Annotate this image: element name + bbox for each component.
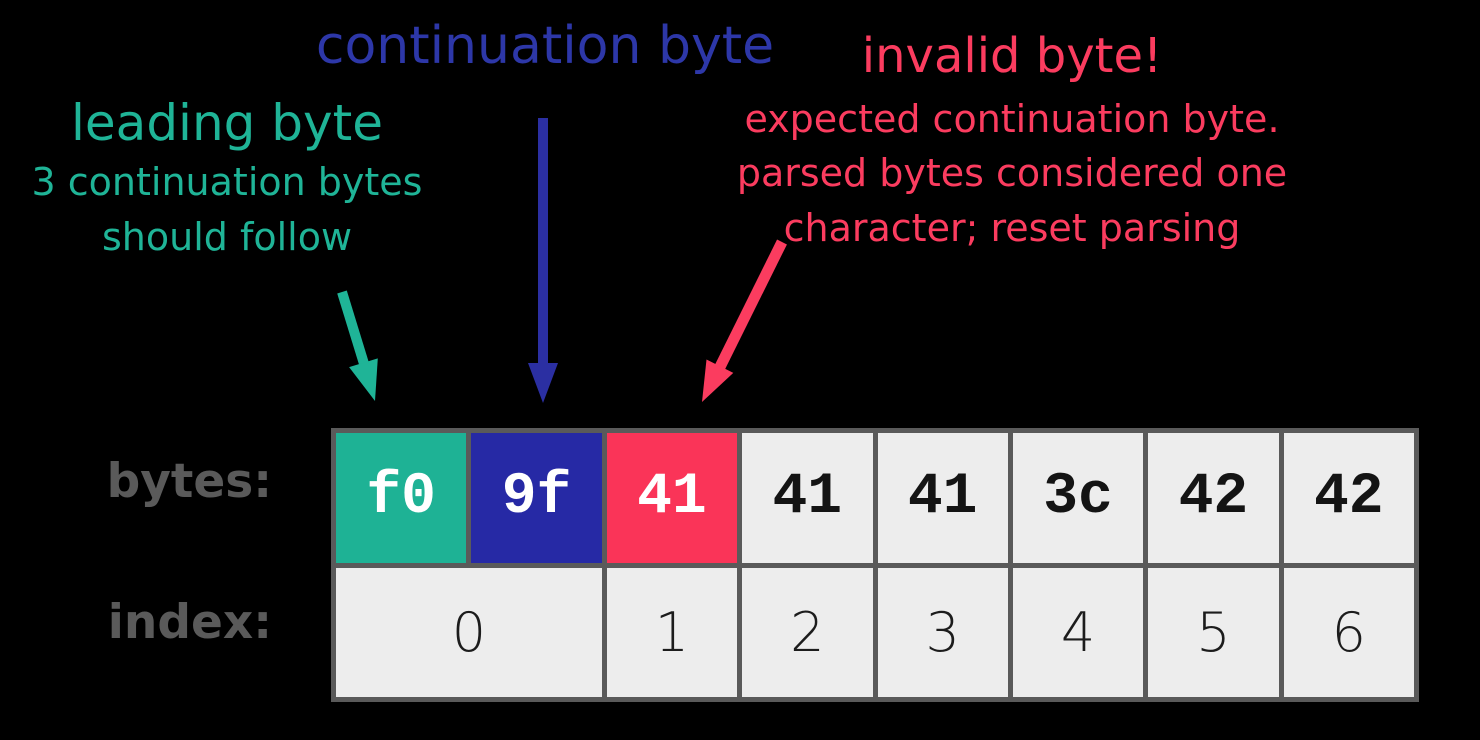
- byte-cell: 41: [742, 433, 873, 563]
- leading-byte-note-line2: should follow: [101, 215, 353, 259]
- leading-byte-note-line1: 3 continuation bytes: [31, 160, 423, 204]
- leading-byte-label: leading byte: [71, 94, 383, 152]
- index-cell: 3: [877, 567, 1008, 697]
- index-row-label: index:: [107, 595, 272, 650]
- index-cell: 5: [1148, 567, 1279, 697]
- invalid-byte-arrow-icon: [702, 239, 787, 402]
- bytes-row-label: bytes:: [106, 454, 272, 509]
- invalid-byte-label: invalid byte!: [861, 28, 1163, 84]
- leading-byte-arrow-icon: [337, 290, 378, 401]
- invalid-byte-note-line3: character; reset parsing: [783, 206, 1241, 250]
- byte-cell: 3c: [1012, 433, 1144, 563]
- index-cell: 6: [1283, 567, 1414, 697]
- index-cell: 1: [606, 567, 738, 697]
- index-cell: 0: [336, 567, 602, 697]
- byte-cell: f0: [336, 433, 467, 563]
- byte-cell: 41: [877, 433, 1008, 563]
- continuation-byte-label: continuation byte: [315, 16, 775, 76]
- index-cell: 4: [1012, 567, 1144, 697]
- invalid-byte-note-line1: expected continuation byte.: [744, 97, 1280, 141]
- index-cell: 2: [742, 567, 873, 697]
- invalid-byte-note-line2: parsed bytes considered one: [736, 151, 1288, 195]
- byte-cell: 41: [606, 433, 738, 563]
- byte-cell: 42: [1148, 433, 1279, 563]
- byte-cell: 42: [1283, 433, 1414, 563]
- byte-cell: 9f: [471, 433, 602, 563]
- continuation-byte-arrow-icon: [528, 118, 558, 403]
